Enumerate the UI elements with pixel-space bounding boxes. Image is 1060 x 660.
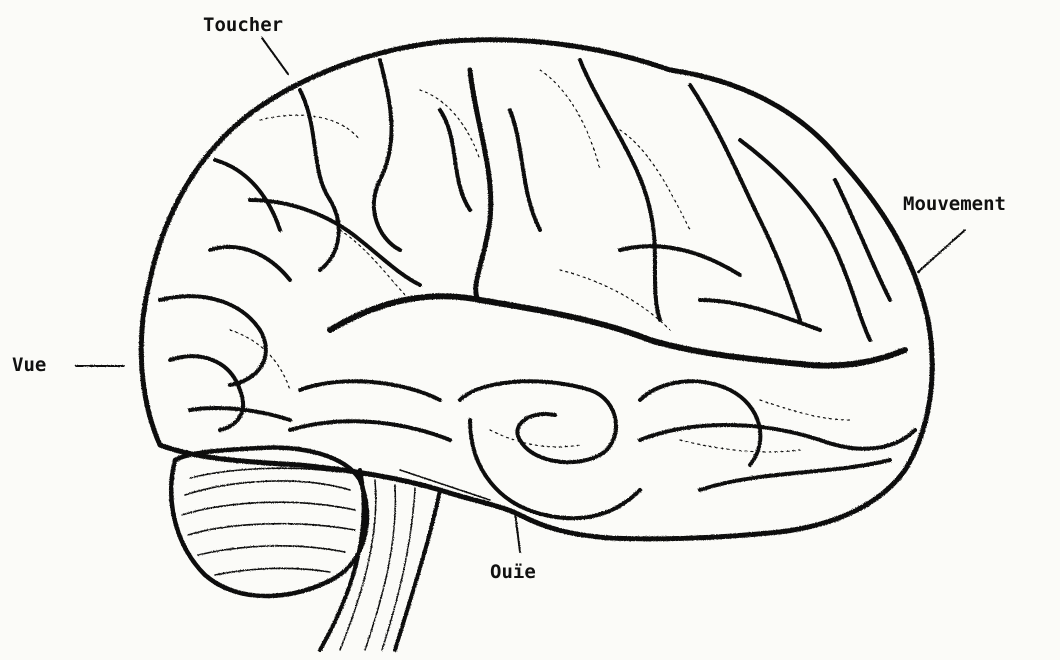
central-sulcus: [470, 70, 491, 300]
temporal-lobe-folds: [460, 381, 760, 518]
label-hearing: Ouïe: [490, 563, 536, 582]
surface-texture: [230, 70, 850, 452]
cerebrum-outline: [141, 40, 932, 539]
leader-hearing: [515, 512, 520, 552]
label-vision: Vue: [12, 356, 46, 375]
cerebellum-folia: [182, 468, 355, 575]
frontal-sulci: [580, 60, 890, 340]
leader-movement: [918, 230, 965, 272]
label-touch: Toucher: [203, 16, 283, 35]
parietal-sulci: [250, 60, 540, 285]
label-movement: Mouvement: [903, 195, 1006, 214]
leader-touch: [262, 38, 288, 74]
brainstem: [320, 470, 440, 650]
